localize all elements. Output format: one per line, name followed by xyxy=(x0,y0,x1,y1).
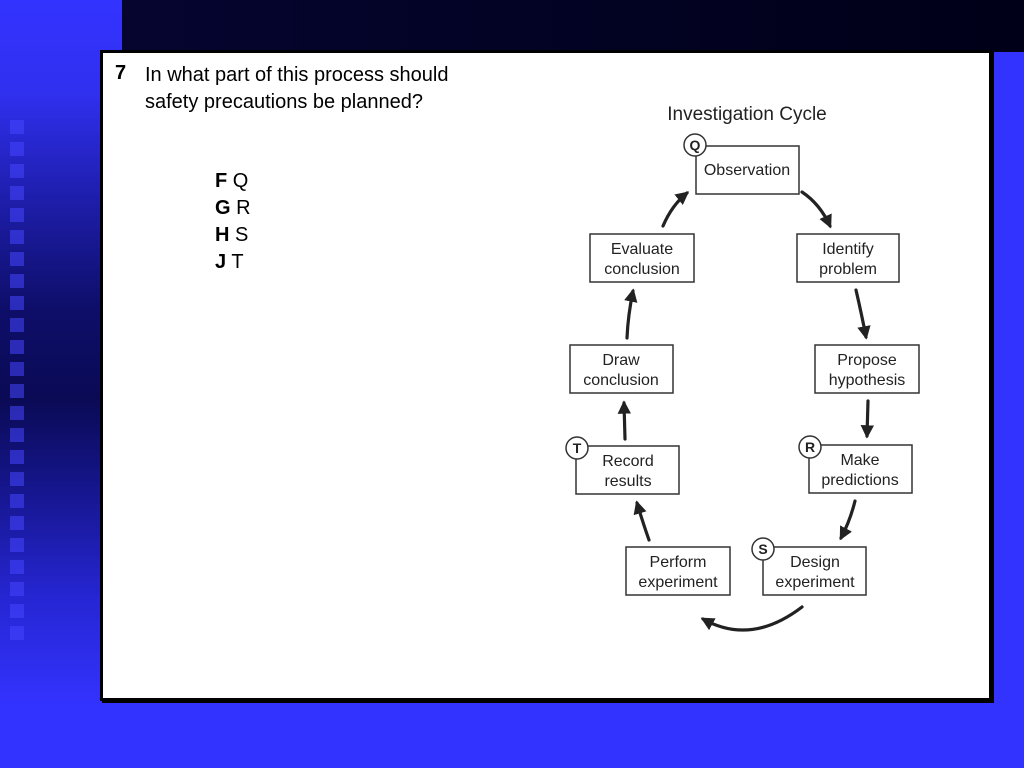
choice-j[interactable]: J T xyxy=(215,249,251,276)
node-identify-problem: Identify problem xyxy=(796,233,900,283)
decorative-squares xyxy=(4,120,32,680)
arrow-evaluate-to-observation xyxy=(661,191,690,228)
node-make-line2: predictions xyxy=(821,472,898,489)
node-record-line1: Record xyxy=(602,453,654,470)
choice-letter: F xyxy=(215,170,228,192)
choice-letter: G xyxy=(215,197,231,219)
node-design-line1: Design xyxy=(790,554,840,571)
choice-f[interactable]: F Q xyxy=(215,168,251,195)
node-draw-line1: Draw xyxy=(602,352,640,369)
arrow-observation-to-identify xyxy=(800,190,832,229)
choice-g[interactable]: G R xyxy=(215,195,251,222)
node-design-line2: experiment xyxy=(775,574,855,591)
node-draw-line2: conclusion xyxy=(583,372,659,389)
node-observation: Observation xyxy=(695,145,800,195)
node-observation-label: Observation xyxy=(704,162,790,179)
choice-letter: H xyxy=(215,224,230,246)
node-propose-hypothesis: Propose hypothesis xyxy=(814,344,920,394)
arrow-draw-to-evaluate xyxy=(624,288,638,340)
node-propose-line1: Propose xyxy=(837,352,897,369)
node-identify-line2: problem xyxy=(819,261,877,278)
marker-r-label: R xyxy=(805,439,815,455)
node-make-line1: Make xyxy=(840,452,879,469)
marker-t: T xyxy=(565,436,589,460)
node-make-predictions: Make predictions xyxy=(808,444,913,494)
arrow-identify-to-propose xyxy=(854,288,871,340)
marker-t-label: T xyxy=(573,440,582,456)
marker-r: R xyxy=(798,435,822,459)
marker-s: S xyxy=(751,537,775,561)
node-propose-line2: hypothesis xyxy=(829,372,906,389)
question-text: In what part of this process should safe… xyxy=(145,64,449,113)
marker-q: Q xyxy=(683,133,707,157)
node-perform-line2: experiment xyxy=(638,574,718,591)
cycle-arrows xyxy=(617,190,875,632)
choice-value: S xyxy=(235,224,249,246)
answer-choices: F Q G R H S J T xyxy=(215,168,251,276)
question-number: 7 xyxy=(115,62,127,84)
node-record-line2: results xyxy=(604,473,651,490)
choice-h[interactable]: H S xyxy=(215,222,251,249)
marker-q-label: Q xyxy=(690,137,701,153)
choice-letter: J xyxy=(215,251,227,273)
node-identify-line1: Identify xyxy=(822,241,874,258)
node-draw-conclusion: Draw conclusion xyxy=(569,344,674,394)
arrow-record-to-draw xyxy=(617,400,632,441)
choice-value: R xyxy=(236,197,251,219)
arrow-design-to-perform xyxy=(700,605,804,632)
node-perform-experiment: Perform experiment xyxy=(625,546,731,596)
arrow-perform-to-record xyxy=(633,500,651,542)
choice-value: Q xyxy=(232,170,249,192)
marker-s-label: S xyxy=(758,541,767,557)
choice-value: T xyxy=(231,251,244,273)
top-dark-band xyxy=(122,0,1024,52)
arrow-make-to-design xyxy=(839,499,857,541)
node-record-results: Record results xyxy=(575,445,680,495)
node-evaluate-line2: conclusion xyxy=(604,261,680,278)
node-design-experiment: Design experiment xyxy=(762,546,867,596)
diagram-title: Investigation Cycle xyxy=(667,104,826,125)
investigation-cycle-diagram: Investigation Cycle Observation Q Identi… xyxy=(558,93,978,653)
node-evaluate-line1: Evaluate xyxy=(611,241,673,258)
arrow-propose-to-make xyxy=(860,399,875,439)
question-card: 7 In what part of this process should sa… xyxy=(100,50,992,701)
node-perform-line1: Perform xyxy=(650,554,707,571)
node-evaluate-conclusion: Evaluate conclusion xyxy=(589,233,695,283)
